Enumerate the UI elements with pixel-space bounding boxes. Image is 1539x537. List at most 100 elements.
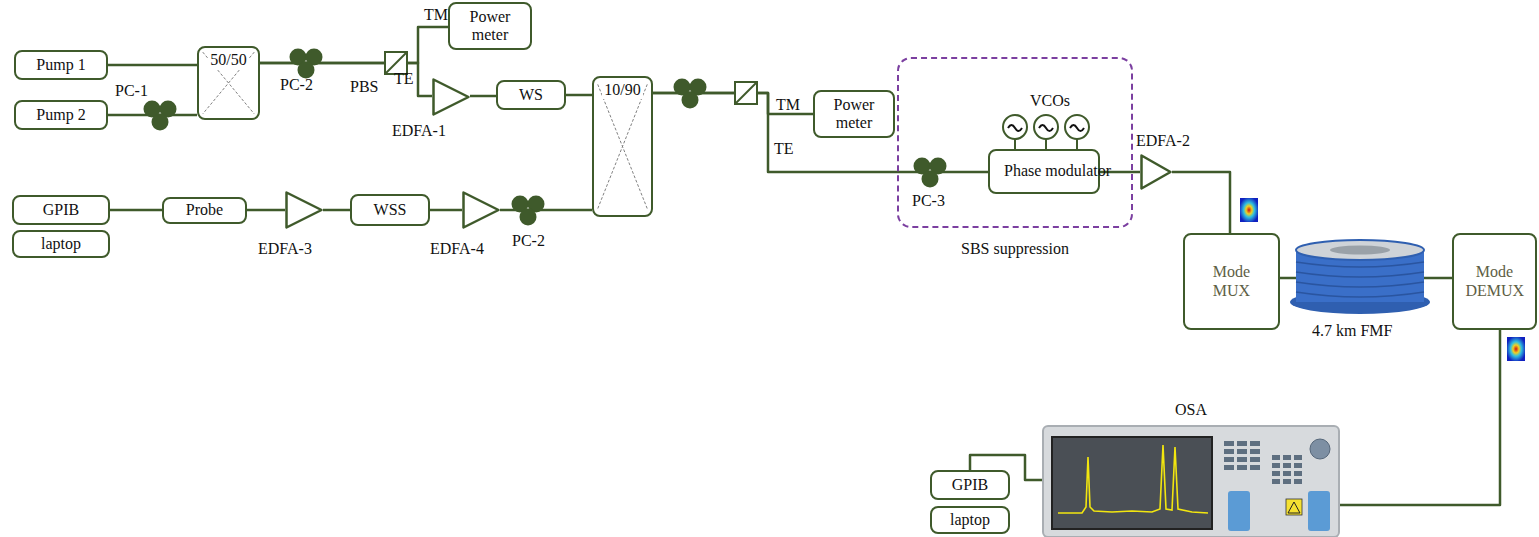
instrument-node: OSA bbox=[1042, 425, 1340, 537]
fiber-connector bbox=[1172, 172, 1230, 233]
node-label: EDFA-2 bbox=[1136, 132, 1190, 150]
part-label: PC-2 bbox=[280, 76, 313, 94]
osa-button bbox=[1294, 471, 1302, 476]
component-box: Mode MUX bbox=[1183, 233, 1280, 330]
osa-button bbox=[1224, 465, 1234, 470]
fiber-spool bbox=[1290, 240, 1430, 314]
osa-button bbox=[1294, 455, 1302, 460]
component-box: laptop bbox=[930, 506, 1010, 534]
part-label: PC-2 bbox=[512, 232, 545, 250]
node-label: Pump 2 bbox=[36, 106, 85, 124]
component-box: Mode DEMUX bbox=[1452, 233, 1537, 330]
osa-panel bbox=[1228, 491, 1250, 531]
osa-button bbox=[1272, 463, 1280, 468]
node-label: Mode DEMUX bbox=[1466, 263, 1524, 300]
component-box: Probe bbox=[162, 197, 247, 224]
osa-button bbox=[1237, 441, 1247, 446]
part-label: TM bbox=[776, 96, 800, 114]
component-box: laptop bbox=[12, 230, 110, 258]
vco-symbol bbox=[1003, 115, 1089, 149]
node-label: Pump 1 bbox=[36, 56, 85, 74]
part-label: PBS bbox=[350, 78, 378, 96]
amplifier-triangle bbox=[285, 191, 323, 229]
osa-button bbox=[1237, 449, 1247, 454]
fiber-connector bbox=[566, 94, 592, 97]
component-box: Power meter bbox=[448, 2, 532, 50]
node-label: Mode MUX bbox=[1207, 263, 1257, 300]
component-box: Pump 2 bbox=[14, 100, 108, 130]
osa-button bbox=[1237, 457, 1247, 462]
part-label: PC-3 bbox=[912, 192, 945, 210]
amplifier-outline bbox=[287, 193, 322, 228]
node-label: OSA bbox=[1175, 401, 1207, 419]
laser-warning-sticker bbox=[1286, 499, 1302, 515]
coupler-line bbox=[598, 84, 648, 208]
fiber-connector bbox=[430, 209, 462, 212]
osa-button bbox=[1237, 465, 1247, 470]
osa-knob bbox=[1310, 439, 1330, 459]
coupler-line bbox=[598, 84, 648, 208]
fiber-connector bbox=[1340, 330, 1500, 505]
node-label: WSS bbox=[374, 201, 407, 219]
amplifier-node: EDFA-2 bbox=[1140, 154, 1172, 190]
node-label: WS bbox=[519, 86, 543, 104]
osa-button bbox=[1272, 479, 1280, 484]
amplifier-outline bbox=[464, 193, 499, 228]
component-box: Pump 1 bbox=[14, 50, 108, 80]
polarization-controller bbox=[144, 49, 947, 226]
component-box: Phase modulator bbox=[988, 149, 1100, 194]
fiber-connector bbox=[653, 93, 813, 114]
node-label: EDFA-3 bbox=[258, 240, 312, 258]
fiber-connector bbox=[323, 209, 350, 212]
amplifier-node: EDFA-1 bbox=[432, 78, 470, 116]
amplifier-triangle bbox=[1140, 154, 1172, 190]
mode-profile-icon bbox=[1240, 198, 1525, 361]
component-box: WSS bbox=[350, 194, 430, 226]
component-box: GPIB bbox=[12, 195, 110, 225]
fiber-connector bbox=[110, 209, 162, 212]
osa-button bbox=[1283, 455, 1291, 460]
node-label: Probe bbox=[186, 201, 223, 219]
amplifier-outline bbox=[1142, 156, 1171, 189]
node-label: laptop bbox=[950, 511, 990, 529]
node-label: EDFA-1 bbox=[392, 122, 446, 140]
osa-button bbox=[1250, 457, 1260, 462]
osa-button bbox=[1294, 463, 1302, 468]
osa-panel bbox=[1308, 491, 1330, 531]
osa-button bbox=[1272, 455, 1280, 460]
osa-button bbox=[1283, 471, 1291, 476]
part-label: VCOs bbox=[1030, 92, 1070, 110]
part-label: PC-1 bbox=[115, 82, 148, 100]
node-label: GPIB bbox=[952, 476, 988, 494]
node-label: 10/90 bbox=[602, 81, 642, 99]
node-label: EDFA-4 bbox=[430, 240, 484, 258]
amplifier-node: EDFA-3 bbox=[285, 191, 323, 229]
fiber-connector bbox=[1100, 171, 1140, 174]
node-label: Power meter bbox=[465, 8, 515, 45]
osa-screen bbox=[1052, 437, 1212, 529]
osa-button bbox=[1224, 449, 1234, 454]
osa-button bbox=[1283, 463, 1291, 468]
fiber-connector bbox=[470, 95, 496, 98]
amplifier-outline bbox=[434, 80, 469, 115]
node-label: SBS suppression bbox=[961, 240, 1069, 258]
node-label: 50/50 bbox=[208, 51, 248, 69]
part-label: TE bbox=[394, 70, 414, 88]
laser-warning-sign bbox=[1288, 502, 1300, 513]
osa-button bbox=[1224, 441, 1234, 446]
osa-button bbox=[1250, 449, 1260, 454]
part-label: 4.7 km FMF bbox=[1312, 322, 1392, 340]
amplifier-node: EDFA-4 bbox=[462, 191, 500, 229]
component-box: GPIB bbox=[930, 470, 1010, 500]
fiber-connector bbox=[108, 64, 197, 67]
osa-trace bbox=[1058, 445, 1208, 513]
node-label: GPIB bbox=[43, 201, 79, 219]
osa-button bbox=[1283, 479, 1291, 484]
node-label: Power meter bbox=[829, 96, 879, 133]
osa-button bbox=[1294, 479, 1302, 484]
osa-button bbox=[1250, 465, 1260, 470]
osa-button bbox=[1250, 441, 1260, 446]
part-label: TM bbox=[424, 6, 448, 24]
osa-button bbox=[1272, 471, 1280, 476]
component-box: WS bbox=[496, 80, 566, 110]
